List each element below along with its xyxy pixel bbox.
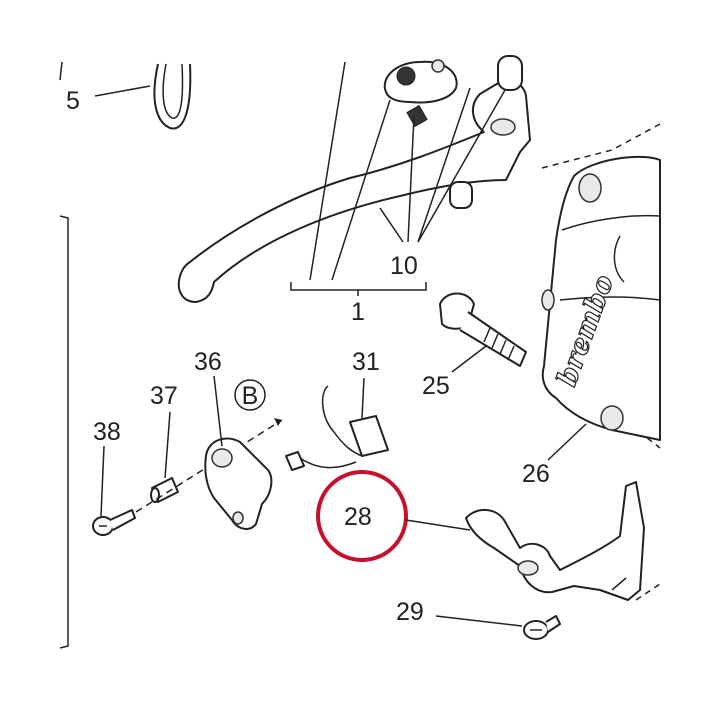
leader-1 <box>309 61 391 281</box>
brake-lever-part <box>177 55 531 303</box>
leader-25 <box>451 345 487 373</box>
bracket-1 <box>290 282 427 296</box>
assembly-axis-arrow <box>274 418 282 426</box>
screw-part <box>92 509 136 536</box>
callout-38: 38 <box>93 418 121 446</box>
callout-36: 36 <box>194 348 222 376</box>
dashed-ref-top <box>541 123 661 169</box>
dashed-ref-bracket <box>635 583 661 601</box>
callout-31: 31 <box>352 348 380 376</box>
callout-37: 37 <box>150 382 178 410</box>
clamp-part <box>204 437 273 530</box>
leader-10 <box>379 87 506 243</box>
leader-edge <box>59 61 63 81</box>
leader-36 <box>213 375 223 447</box>
leader-5 <box>94 85 151 97</box>
callout-10: 10 <box>390 252 418 280</box>
mounting-bracket-part <box>465 481 645 601</box>
callout-28: 28 <box>344 503 372 531</box>
leader-31 <box>361 377 365 419</box>
leader-38 <box>100 445 105 517</box>
highlight-circle-28 <box>316 470 408 562</box>
callout-5: 5 <box>66 87 80 115</box>
leader-29 <box>435 615 523 627</box>
callout-26: 26 <box>522 460 550 488</box>
brake-switch-part <box>285 385 389 471</box>
leader-26 <box>547 423 587 461</box>
section-bracket <box>59 215 69 649</box>
caliper-bolt-part <box>439 292 527 367</box>
leader-37 <box>164 411 171 479</box>
section-marker-circle <box>234 379 266 411</box>
callout-29: 29 <box>396 598 424 626</box>
bracket-screw-part <box>523 615 561 640</box>
spacer-part <box>150 477 179 503</box>
callout-25: 25 <box>422 372 450 400</box>
leader-28 <box>405 519 471 531</box>
brake-caliper-part <box>541 155 661 441</box>
callout-1: 1 <box>351 298 365 326</box>
hose-clip-part <box>153 63 192 130</box>
section-marker-b: B <box>242 382 259 410</box>
